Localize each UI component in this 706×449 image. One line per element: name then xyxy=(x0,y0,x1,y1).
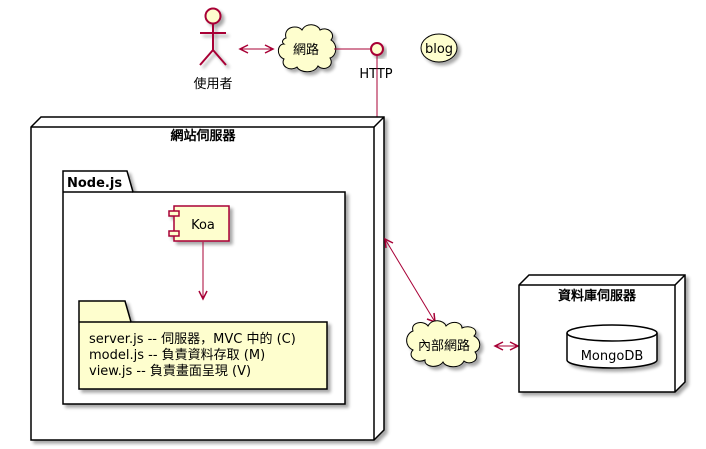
cloud-internal-network-label: 內部網路 xyxy=(418,338,470,354)
interface-http[interactable] xyxy=(370,42,384,56)
component-koa[interactable] xyxy=(168,205,230,242)
usecase-blog-label: blog xyxy=(425,42,453,57)
folder-file-line-server: server.js -- 伺服器，MVC 中的 (C) xyxy=(89,331,296,347)
cloud-network[interactable] xyxy=(277,24,337,73)
folder-mvc-files[interactable] xyxy=(78,300,328,390)
usecase-blog[interactable] xyxy=(420,33,458,63)
interface-http-label: HTTP xyxy=(359,67,392,82)
folder-file-line-view: view.js -- 負責畫面呈現 (V) xyxy=(89,364,251,379)
arrow-webserver-internal xyxy=(384,237,436,324)
database-mongodb[interactable] xyxy=(566,324,658,369)
arrow-internal-dbserver xyxy=(493,341,520,351)
package-nodejs-label: Node.js xyxy=(67,176,122,191)
node-db-server-label: 資料庫伺服器 xyxy=(558,288,637,304)
actor-user[interactable] xyxy=(199,7,227,66)
arrow-user-network xyxy=(238,44,275,54)
folder-file-line-model: model.js -- 負責資料存取 (M) xyxy=(89,348,265,363)
arrow-koa-folder xyxy=(198,242,208,301)
cloud-network-label: 網路 xyxy=(293,42,319,58)
cloud-internal-network[interactable] xyxy=(406,320,481,368)
node-web-server-label: 網站伺服器 xyxy=(170,128,236,144)
database-mongodb-label: MongoDB xyxy=(581,349,644,364)
actor-user-label: 使用者 xyxy=(193,76,232,92)
component-koa-label: Koa xyxy=(191,218,215,233)
